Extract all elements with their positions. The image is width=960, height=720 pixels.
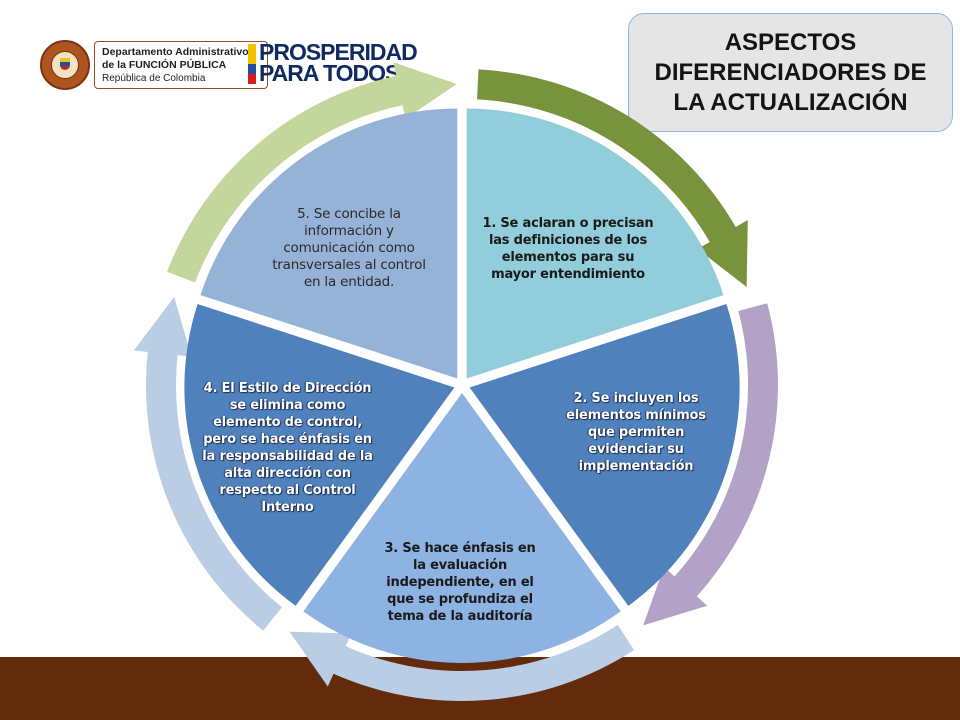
dept-line-2: de la FUNCIÓN PÚBLICA bbox=[102, 59, 227, 71]
segment-2 bbox=[469, 304, 740, 606]
dept-line-3: República de Colombia bbox=[102, 73, 206, 84]
prosperidad-line-2: PARA TODOS bbox=[259, 60, 400, 86]
segment-4-label: 4. El Estilo de Dirección se elimina com… bbox=[202, 381, 373, 515]
segment-5-label: 5. Se concibe la información y comunicac… bbox=[272, 206, 426, 290]
segment-3-label: 3. Se hace énfasis en la evaluación inde… bbox=[384, 541, 536, 624]
segment-5 bbox=[200, 108, 458, 379]
prosperidad-line-1: PROSPERIDAD bbox=[259, 39, 418, 65]
page-title: ASPECTOS DIFERENCIADORES DE LA ACTUALIZA… bbox=[654, 28, 927, 116]
funcion-publica-logo: Departamento Administrativo de la FUNCIÓ… bbox=[94, 41, 268, 89]
colombia-seal-icon bbox=[40, 40, 90, 90]
segment-1 bbox=[466, 108, 724, 379]
segment-2-label: 2. Se incluyen los elementos mínimos que… bbox=[566, 391, 706, 474]
cycle-arrow-4 bbox=[133, 297, 282, 631]
prosperidad-logo: PROSPERIDAD PARA TODOS bbox=[259, 39, 418, 86]
cycle-arrow-2 bbox=[643, 303, 778, 626]
dept-line-1: Departamento Administrativo bbox=[102, 46, 249, 58]
header-logos: Departamento Administrativo de la FUNCIÓ… bbox=[40, 40, 420, 92]
segment-4 bbox=[184, 304, 455, 606]
segment-3 bbox=[303, 393, 621, 663]
segment-1-label: 1. Se aclaran o precisan las definicione… bbox=[482, 216, 654, 282]
cycle-arrow-1 bbox=[477, 69, 748, 288]
prosperidad-flag-icon bbox=[248, 44, 256, 84]
title-box: ASPECTOS DIFERENCIADORES DE LA ACTUALIZA… bbox=[628, 13, 953, 132]
cycle-arrow-5 bbox=[167, 62, 457, 283]
cycle-arrow-3 bbox=[289, 624, 635, 701]
